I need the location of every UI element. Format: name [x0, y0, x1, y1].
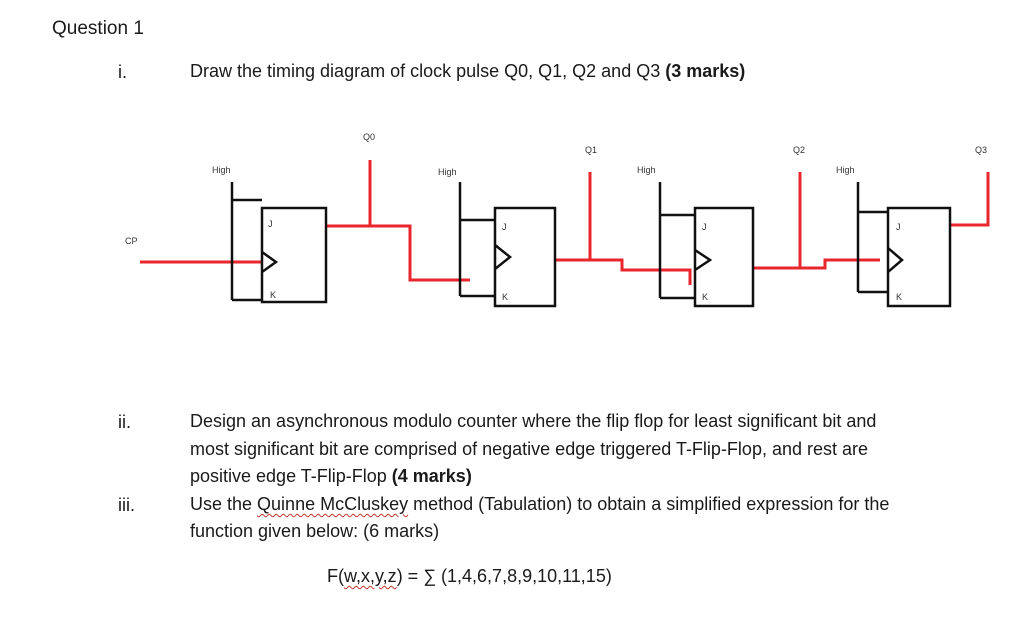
ff2-high-label: High	[438, 167, 457, 177]
page-heading: Question 1	[52, 18, 144, 39]
q2-output-wire	[752, 172, 802, 270]
question-2-marks: (4 marks)	[391, 466, 472, 486]
clock-label: CP	[125, 236, 138, 246]
question-3-method-name: Quinne McCluskey	[257, 494, 409, 514]
q0-to-ff2-clock-wire	[370, 224, 470, 282]
formula-rhs: ) = ∑ (1,4,6,7,8,9,10,11,15)	[396, 566, 612, 586]
q3-output-wire	[950, 172, 990, 227]
ff3-high-label: High	[637, 165, 656, 175]
question-2-number: ii.	[118, 412, 131, 432]
question-2-line-2: most significant bit are comprised of ne…	[190, 439, 869, 459]
question-3-line-2: function given below: (6 marks)	[190, 521, 440, 541]
ff4-high-label: High	[836, 165, 855, 175]
flip-flop-circuit-diagram: CP High J K Q0 High J K Q1	[125, 132, 990, 308]
ff1-high-label: High	[212, 165, 231, 175]
q0-label: Q0	[363, 132, 375, 142]
boolean-function-formula: F(w,x,y,z) = ∑ (1,4,6,7,8,9,10,11,15)	[327, 566, 612, 587]
flip-flop-2	[458, 182, 557, 308]
formula-variables: w,x,y,z	[344, 566, 397, 586]
q1-to-ff3-clock-wire	[590, 258, 692, 285]
question-2-line-3: positive edge T-Flip-Flop (4 marks)	[190, 463, 472, 490]
flip-flop-4	[856, 182, 952, 308]
signal-wires	[140, 160, 990, 285]
q0-output-wire	[326, 160, 372, 228]
question-3-number: iii.	[118, 495, 135, 515]
q1-output-wire	[555, 172, 592, 262]
question-2-line-1: Design an asynchronous modulo counter wh…	[190, 411, 877, 431]
q2-label: Q2	[793, 145, 805, 155]
ff4-j-label: J	[896, 222, 901, 232]
formula-lhs-pre: F(	[327, 566, 344, 586]
question-1-marks: (3 marks)	[665, 61, 746, 81]
q3-label: Q3	[975, 145, 987, 155]
question-3-line-1: Use the Quinne McCluskey method (Tabulat…	[190, 491, 889, 518]
ff2-j-label: J	[502, 222, 507, 232]
question-1-number: i.	[118, 62, 127, 82]
q1-label: Q1	[585, 145, 597, 155]
question-1-body: Draw the timing diagram of clock pulse Q…	[190, 61, 666, 81]
ff1-j-label: J	[268, 219, 273, 229]
question-3-post: method (Tabulation) to obtain a simplifi…	[408, 494, 890, 514]
question-3-pre: Use the	[190, 494, 258, 514]
ff3-k-label: K	[702, 292, 708, 302]
q2-to-ff4-clock-wire	[800, 258, 880, 270]
question-1-text: Draw the timing diagram of clock pulse Q…	[190, 58, 745, 85]
flip-flop-1	[230, 182, 328, 304]
ff4-k-label: K	[896, 292, 902, 302]
ff2-k-label: K	[502, 292, 508, 302]
ff1-k-label: K	[270, 290, 276, 300]
flip-flop-3	[658, 182, 755, 308]
ff3-j-label: J	[702, 222, 707, 232]
question-2-line-3-text: positive edge T-Flip-Flop	[190, 466, 392, 486]
